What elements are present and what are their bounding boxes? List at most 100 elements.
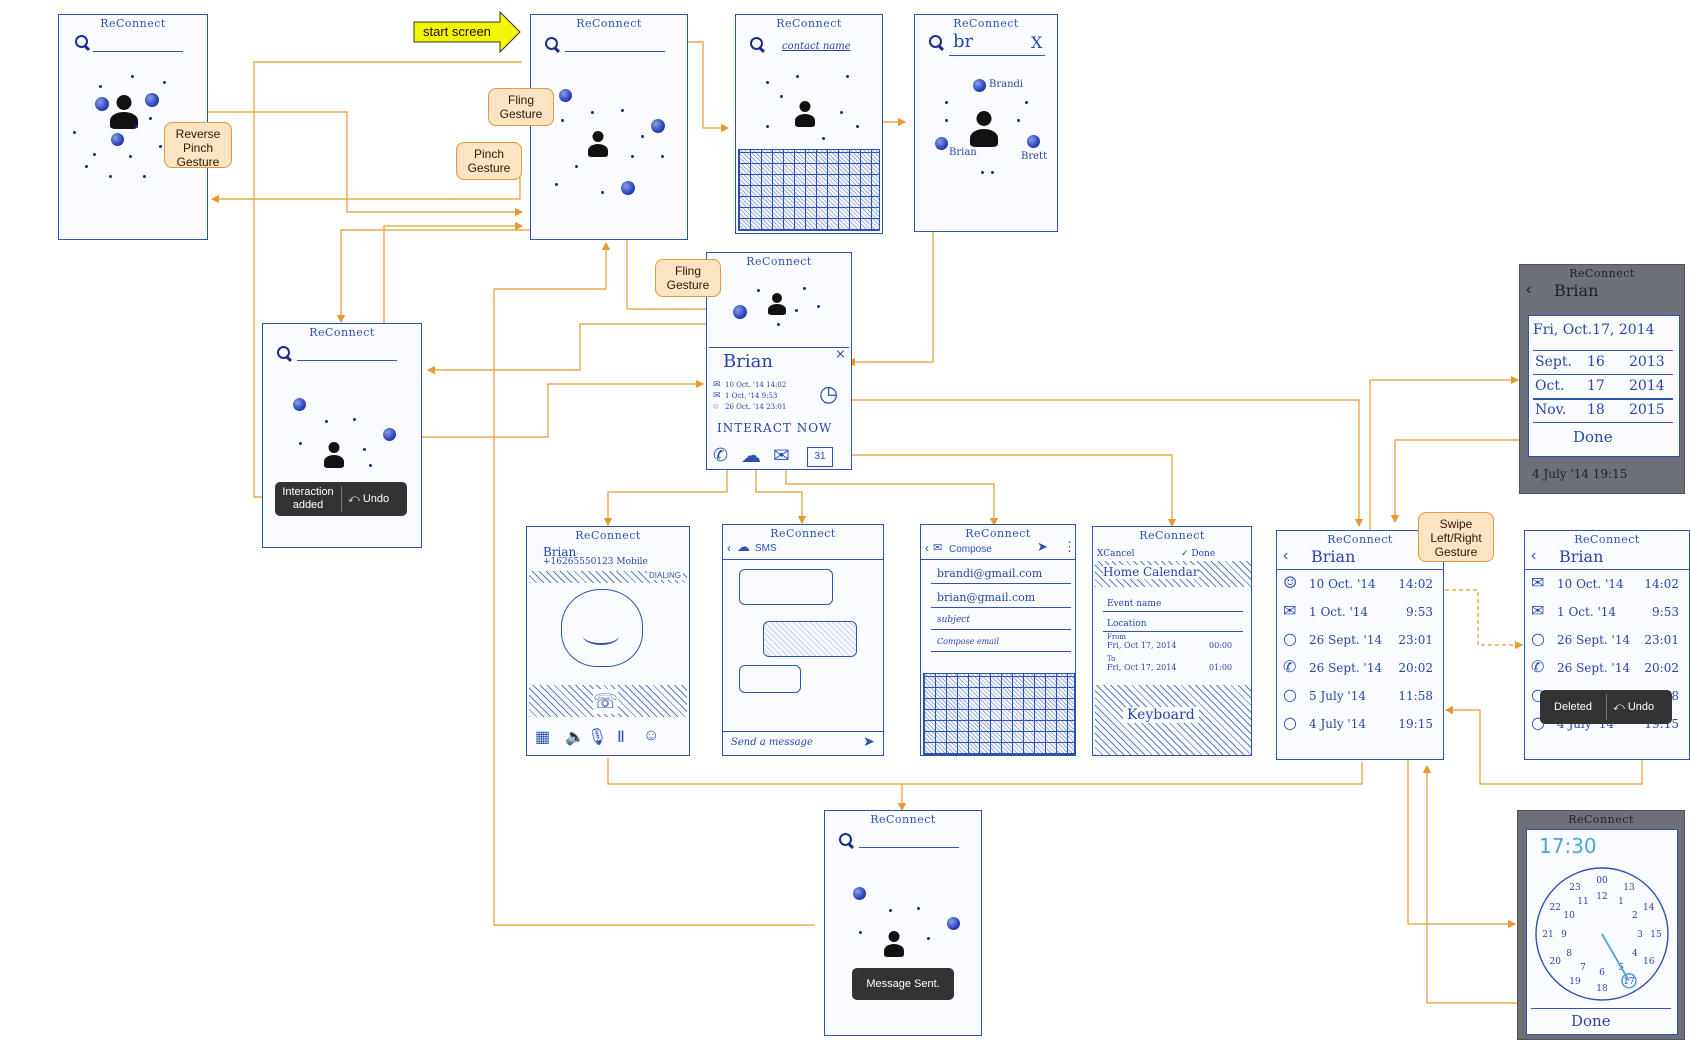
clock-selected-marker[interactable] [1621,972,1637,989]
year-option[interactable]: 2014 [1629,378,1665,394]
clock-hour-label[interactable]: 11 [1577,897,1588,907]
clock-hour-label[interactable]: 22 [1550,903,1561,913]
clock-hour-label[interactable]: 9 [1561,930,1567,940]
undo-button[interactable]: ⤺ Undo [348,492,390,505]
calendar-icon[interactable]: 31 [807,447,833,467]
contact-bubble-brandi[interactable] [973,79,986,92]
clock-hour-label[interactable]: 6 [1599,968,1605,978]
clock-hour-label[interactable]: 19 [1569,977,1581,987]
dialpad-icon[interactable]: ▦ [535,729,551,746]
hold-icon[interactable]: Ⅱ [617,729,625,746]
event-name-field[interactable]: Event name [1107,599,1162,609]
contact-bubble-brett[interactable] [1027,135,1040,148]
search-input[interactable]: contact name [782,41,851,52]
search-icon[interactable] [545,37,558,50]
close-icon[interactable]: × [835,347,846,362]
clock-dial[interactable]: 001314151617181920212223121234567891011 [1527,862,1677,1012]
clock-hour-label[interactable]: 16 [1643,957,1655,967]
contact-bubble-brian[interactable] [935,137,948,150]
contact-bubble[interactable] [947,917,960,930]
contact-bubble[interactable] [559,89,572,102]
clock-hour-label[interactable]: 3 [1637,930,1643,940]
history-entry[interactable]: 1 Oct. '14 9:53 [725,392,778,400]
back-icon[interactable]: ‹ [925,541,929,555]
more-icon[interactable]: ⋮ [1063,539,1076,554]
contact-bubble[interactable] [111,133,124,146]
send-icon[interactable]: ➤ [863,733,875,749]
clock-hour-label[interactable]: 15 [1650,930,1662,940]
speaker-icon[interactable]: 🔈 [565,729,585,746]
clock-hour-label[interactable]: 7 [1580,963,1586,973]
to-date[interactable]: Fri, Oct 17, 2014 [1107,663,1177,672]
day-option[interactable]: 16 [1587,354,1605,370]
contact-bubble-brian[interactable] [733,305,747,319]
contact-bubble[interactable] [293,398,306,411]
message-bubble[interactable] [763,621,857,657]
contact-bubble[interactable] [145,93,159,107]
message-bubble[interactable] [739,569,833,605]
clock-hour-label[interactable]: 14 [1643,903,1655,913]
clock-hour-label[interactable]: 17 [1623,977,1635,987]
undo-button[interactable]: ⤺ Undo [1613,700,1655,713]
history-entry[interactable]: 26 Oct. '14 23:01 [725,403,787,411]
calendar-selector[interactable]: Home Calendar [1103,565,1199,579]
clock-hour-label[interactable]: 1 [1618,897,1624,907]
clock-hour-label[interactable]: 20 [1550,957,1562,967]
back-icon[interactable]: ‹ [1526,281,1532,298]
clock-hour-label[interactable]: 8 [1566,949,1572,959]
back-icon[interactable]: ‹ [727,541,731,555]
month-option[interactable]: Sept. [1535,354,1572,370]
subject-field[interactable]: subject [937,615,970,625]
back-icon[interactable]: ‹ [1283,547,1289,564]
from-date[interactable]: Fri, Oct 17, 2014 [1107,641,1177,650]
clock-hour-label[interactable]: 21 [1542,930,1553,940]
clock-hand[interactable] [1601,933,1630,982]
message-bubble[interactable] [739,665,801,693]
to-time[interactable]: 01:00 [1209,663,1233,672]
keyboard[interactable] [923,673,1075,755]
end-call-icon[interactable]: ☏ [593,689,619,714]
cancel-button[interactable]: XCancel [1097,549,1135,559]
send-icon[interactable]: ➤ [1037,539,1048,554]
day-option[interactable]: 18 [1587,402,1605,418]
search-icon[interactable] [929,35,942,48]
add-contact-icon[interactable]: ☺ [643,727,660,744]
mute-icon[interactable]: 🎙 [587,729,608,746]
contact-bubble[interactable] [621,181,635,195]
clock-hour-label[interactable]: 13 [1623,883,1635,893]
phone-icon[interactable]: ✆ [713,445,729,465]
day-option[interactable]: 17 [1587,378,1605,394]
clock-hour-label[interactable]: 10 [1563,911,1575,921]
from-time[interactable]: 00:00 [1209,641,1233,650]
done-button[interactable]: Done [1573,428,1613,446]
month-option[interactable]: Oct. [1535,378,1565,394]
to-field[interactable]: brian@gmail.com [937,591,1036,604]
done-button[interactable]: Done [1571,1012,1611,1030]
year-option[interactable]: 2015 [1629,402,1665,418]
search-icon[interactable] [839,833,852,846]
clock-hour-label[interactable]: 12 [1596,892,1607,902]
search-icon[interactable] [750,37,763,50]
done-button[interactable]: ✓ Done [1181,549,1216,559]
sms-icon[interactable]: ☁ [741,445,761,467]
contact-bubble[interactable] [651,119,665,133]
clock-hour-label[interactable]: 23 [1569,883,1581,893]
year-option[interactable]: 2013 [1629,354,1665,370]
clock-hour-label[interactable]: 4 [1632,949,1638,959]
contact-bubble[interactable] [853,887,866,900]
search-query[interactable]: br [953,31,974,52]
body-field[interactable]: Compose email [937,637,1000,646]
contact-bubble[interactable] [95,97,109,111]
clock-hour-label[interactable]: 00 [1596,876,1608,886]
clock-hour-label[interactable]: 18 [1596,984,1608,994]
search-icon[interactable] [277,346,290,359]
history-entry[interactable]: 10 Oct. '14 14:02 [725,381,787,389]
clear-icon[interactable]: X [1031,33,1043,52]
keyboard[interactable] [738,149,880,231]
keyboard-placeholder[interactable]: Keyboard [1123,707,1199,723]
location-field[interactable]: Location [1107,619,1147,629]
back-icon[interactable]: ‹ [1531,547,1537,564]
mail-icon[interactable]: ✉ [773,445,790,467]
search-icon[interactable] [75,35,88,48]
contact-bubble[interactable] [383,428,396,441]
